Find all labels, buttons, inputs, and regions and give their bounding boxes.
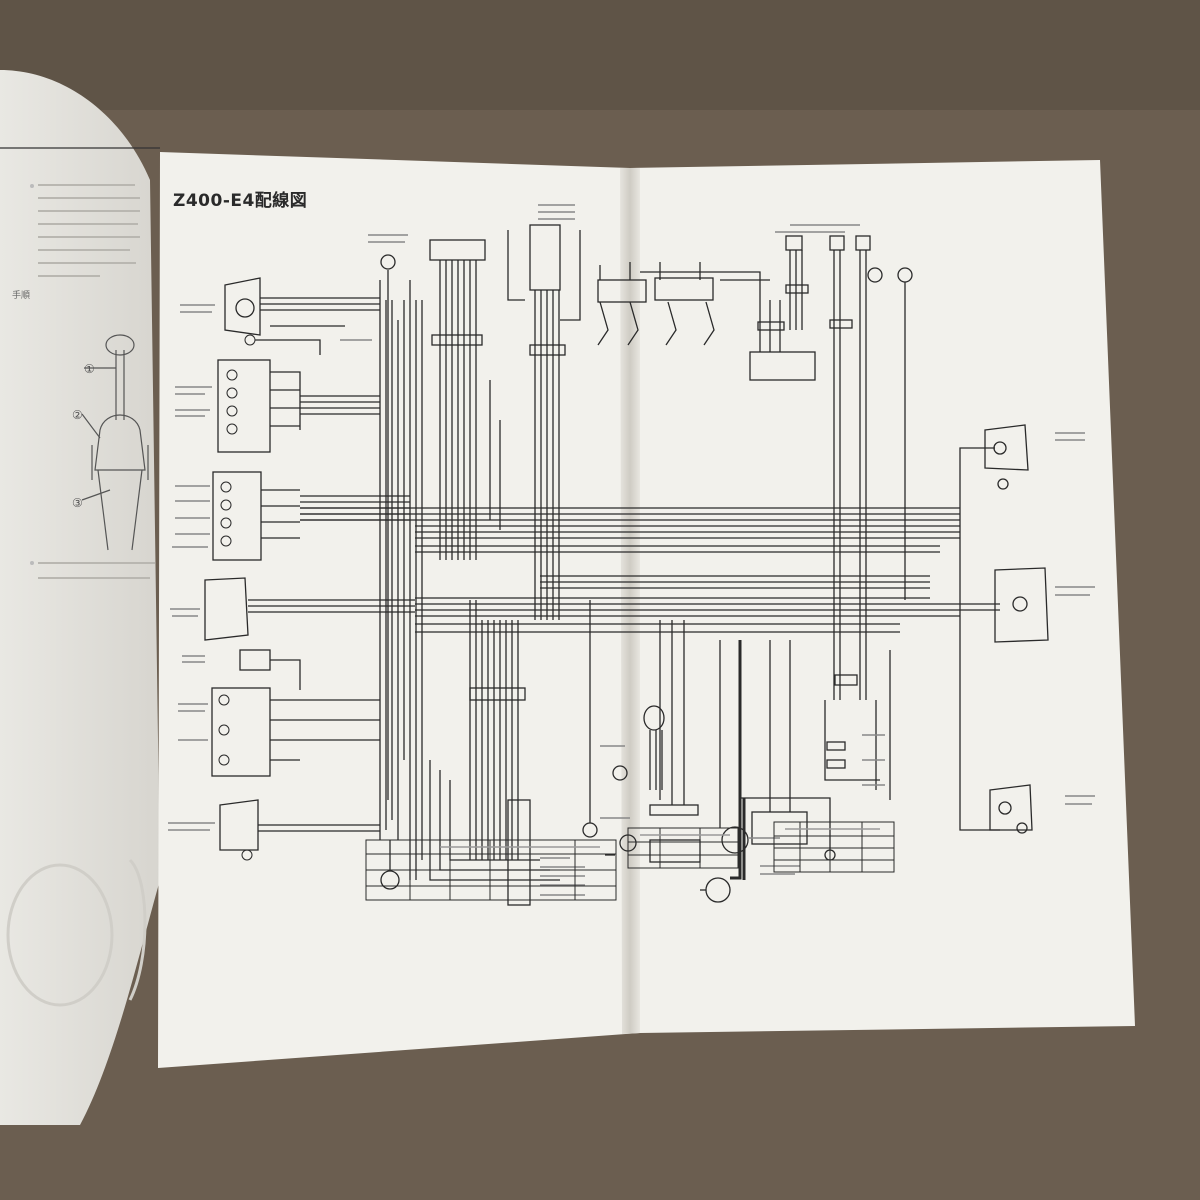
- diagram-small-labels: [168, 204, 1095, 896]
- diagram-title: Z400-E4配線図: [173, 191, 308, 211]
- switch-tables: [365, 821, 895, 901]
- page-gutter: [620, 168, 640, 1034]
- wiring-diagram: [204, 224, 1049, 906]
- bulb-illustration: [81, 334, 149, 551]
- left-page-step-number: ③: [72, 496, 83, 510]
- left-page: [0, 70, 160, 1125]
- left-page-step-number: ②: [72, 408, 83, 422]
- left-page-steps-label: 手順: [12, 291, 31, 301]
- left-page-step-number: ①: [84, 362, 95, 376]
- left-page-text-lines: [38, 184, 155, 579]
